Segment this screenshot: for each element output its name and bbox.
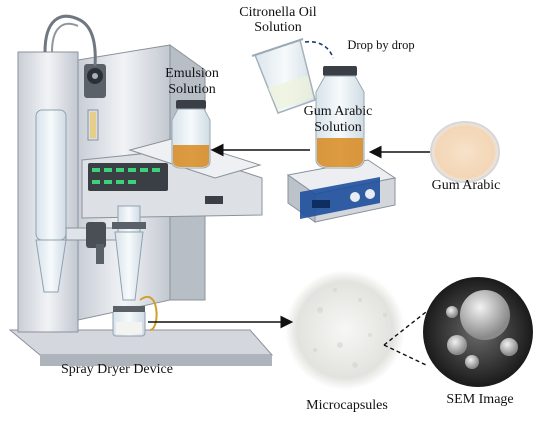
microcapsules-powder-icon (285, 270, 405, 390)
spray-dryer-label: Spray Dryer Device (61, 362, 173, 377)
citronella-label-line2: Solution (254, 20, 302, 35)
microcapsules-label: Microcapsules (306, 398, 388, 413)
magnetic-stirrer-icon (286, 159, 397, 223)
sem-image-icon (423, 277, 533, 387)
spray-dryer-device (8, 14, 274, 366)
gum-arabic-dish-icon (430, 121, 500, 183)
gum-arabic-label: Gum Arabic (431, 178, 501, 193)
zoom-dashed-line-top (383, 311, 427, 346)
gum-solution-label-line1: Gum Arabic (303, 104, 373, 119)
emulsion-label-line2: Solution (168, 82, 216, 97)
emulsion-label-line1: Emulsion (165, 66, 219, 81)
drop-dashed-line (304, 40, 334, 59)
gum-solution-label-line2: Solution (314, 120, 362, 135)
sem-image-label: SEM Image (446, 392, 514, 407)
emulsion-bottle-icon (171, 100, 211, 169)
gum-arabic-solution-bottle-icon (315, 66, 365, 169)
citronella-label-line1: Citronella Oil (239, 5, 317, 20)
drop-by-drop-label: Drop by drop (347, 38, 415, 52)
zoom-dashed-line-bottom (383, 344, 427, 366)
citronella-oil-beaker-icon (251, 38, 316, 114)
